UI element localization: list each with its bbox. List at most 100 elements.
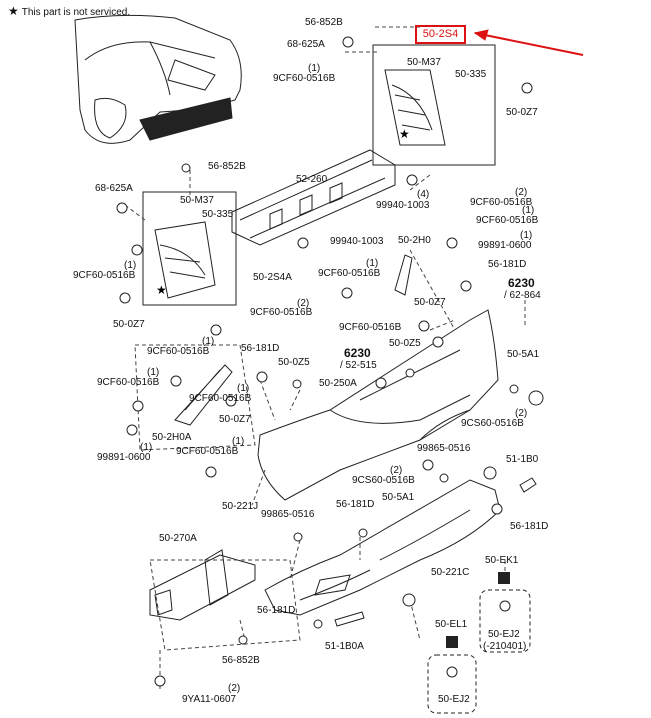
part-label[interactable]: (1) bbox=[366, 258, 379, 269]
clip-icon bbox=[313, 619, 323, 629]
part-label[interactable]: 9CF60-0516B bbox=[176, 446, 239, 457]
part-label[interactable]: 9CS60-0516B bbox=[352, 475, 415, 486]
part-label[interactable]: 9CF60-0516B bbox=[189, 393, 252, 404]
part-label[interactable]: 99865-0516 bbox=[417, 443, 471, 454]
clip-icon bbox=[342, 36, 354, 48]
part-label[interactable]: (2) bbox=[390, 465, 403, 476]
part-label[interactable]: (2) bbox=[515, 408, 528, 419]
part-label[interactable]: (1) bbox=[308, 63, 321, 74]
clip-icon bbox=[432, 336, 444, 348]
part-label[interactable]: 52-260 bbox=[296, 174, 328, 185]
part-label[interactable]: 56-181D bbox=[257, 605, 296, 616]
part-label[interactable]: 68-625A bbox=[95, 183, 133, 194]
part-label[interactable]: / 62-864 bbox=[504, 290, 541, 301]
part-label[interactable]: (1) bbox=[124, 260, 137, 271]
part-label[interactable]: 50-2H0A bbox=[152, 432, 192, 443]
part-label[interactable]: 50-0Z5 bbox=[278, 357, 310, 368]
part-label[interactable]: (2) bbox=[515, 187, 528, 198]
part-label[interactable]: (1) bbox=[237, 383, 250, 394]
part-label[interactable]: 9CF60-0516B bbox=[470, 197, 533, 208]
part-label[interactable]: (-210401) bbox=[483, 641, 527, 652]
bumper-reinforcement bbox=[231, 149, 396, 246]
part-label[interactable]: 56-852B bbox=[208, 161, 246, 172]
car-rear-illustration bbox=[74, 14, 242, 144]
part-label[interactable]: 6230 bbox=[344, 346, 371, 360]
nut-icon bbox=[297, 237, 309, 249]
part-label[interactable]: 50-250A bbox=[319, 378, 357, 389]
part-label[interactable]: (1) bbox=[140, 442, 153, 453]
clip-icon bbox=[483, 466, 497, 480]
part-label[interactable]: 50-5A1 bbox=[507, 349, 540, 360]
part-label[interactable]: 9CF60-0516B bbox=[147, 346, 210, 357]
part-label[interactable]: 9CF60-0516B bbox=[339, 322, 402, 333]
part-label[interactable]: 51-1B0 bbox=[506, 454, 539, 465]
part-label[interactable]: 9CF60-0516B bbox=[250, 307, 313, 318]
part-label[interactable]: 50-0Z7 bbox=[506, 107, 538, 118]
part-label[interactable]: 50-0Z5 bbox=[389, 338, 421, 349]
part-label[interactable]: (2) bbox=[228, 683, 241, 694]
part-label[interactable]: 50-M37 bbox=[180, 195, 214, 206]
part-label[interactable]: (1) bbox=[202, 336, 215, 347]
part-label[interactable]: 50-0Z7 bbox=[414, 297, 446, 308]
part-label[interactable]: / 52-515 bbox=[340, 360, 377, 371]
side-bracket-left bbox=[174, 364, 233, 426]
part-label[interactable]: 50-0Z7 bbox=[113, 319, 145, 330]
part-label[interactable]: 50-M37 bbox=[407, 57, 441, 68]
part-label[interactable]: 56-852B bbox=[305, 17, 343, 28]
part-label[interactable]: (1) bbox=[522, 205, 535, 216]
part-label[interactable]: 6230 bbox=[508, 276, 535, 290]
part-label[interactable]: 50-335 bbox=[202, 209, 234, 220]
part-label[interactable]: 50-221C bbox=[431, 567, 470, 578]
ek1-part-icon bbox=[498, 572, 510, 584]
nut-icon bbox=[446, 237, 458, 249]
part-label[interactable]: 9YA11-0607 bbox=[182, 694, 237, 705]
part-label[interactable]: 99940-1003 bbox=[376, 200, 430, 211]
part-label[interactable]: 9CS60-0516B bbox=[461, 418, 524, 429]
callout-box-2s4 bbox=[372, 44, 496, 166]
part-label[interactable]: 50-5A1 bbox=[382, 492, 415, 503]
part-label[interactable]: 50-EJ2 bbox=[488, 629, 520, 640]
highlighted-part-label[interactable]: 50-2S4 bbox=[415, 25, 466, 44]
part-label[interactable]: 50-EL1 bbox=[435, 619, 468, 630]
sensor-icon bbox=[446, 666, 458, 678]
part-label[interactable]: 68-625A bbox=[287, 39, 325, 50]
part-label[interactable]: 9CF60-0516B bbox=[318, 268, 381, 279]
star-icon: ★ bbox=[8, 4, 19, 18]
part-label[interactable]: (1) bbox=[147, 367, 160, 378]
part-label[interactable]: 56-181D bbox=[510, 521, 549, 532]
part-label[interactable]: 50-EJ2 bbox=[438, 694, 470, 705]
part-label[interactable]: 9CF60-0516B bbox=[97, 377, 160, 388]
part-label[interactable]: 50-335 bbox=[455, 69, 487, 80]
part-label[interactable]: 56-181D bbox=[336, 499, 375, 510]
bumper-cover bbox=[257, 309, 499, 501]
part-label[interactable]: 51-1B0A bbox=[325, 641, 364, 652]
part-label[interactable]: (1) bbox=[520, 230, 533, 241]
part-label[interactable]: 56-852B bbox=[222, 655, 260, 666]
part-label[interactable]: 50-0Z7 bbox=[219, 414, 251, 425]
part-label[interactable]: 56-181D bbox=[241, 343, 280, 354]
part-label[interactable]: 50-2H0 bbox=[398, 235, 431, 246]
bolt-icon bbox=[509, 384, 519, 394]
part-label[interactable]: 50-221J bbox=[222, 501, 259, 512]
part-label[interactable]: 50-EK1 bbox=[485, 555, 519, 566]
bolt-icon bbox=[132, 400, 144, 412]
part-label[interactable]: 9CF60-0516B bbox=[73, 270, 136, 281]
part-label[interactable]: 99865-0516 bbox=[261, 509, 315, 520]
not-serviced-star-icon: ★ bbox=[156, 283, 167, 297]
clip-icon bbox=[256, 371, 268, 383]
part-label[interactable]: 99891-0600 bbox=[97, 452, 151, 463]
part-label[interactable]: 99891-0600 bbox=[478, 240, 532, 251]
reflector-left bbox=[334, 611, 365, 627]
part-label[interactable]: (1) bbox=[232, 436, 245, 447]
clip-icon bbox=[119, 292, 131, 304]
part-label[interactable]: 9CF60-0516B bbox=[476, 215, 539, 226]
part-label[interactable]: (2) bbox=[297, 298, 310, 309]
part-label[interactable]: 9CF60-0516B bbox=[273, 73, 336, 84]
part-label[interactable]: (4) bbox=[417, 189, 430, 200]
bolt-icon bbox=[341, 287, 353, 299]
part-label[interactable]: 50-2S4A bbox=[253, 272, 292, 283]
part-label[interactable]: 56-181D bbox=[488, 259, 527, 270]
part-label[interactable]: 99940-1003 bbox=[330, 236, 384, 247]
clip-icon bbox=[521, 82, 533, 94]
part-label[interactable]: 50-270A bbox=[159, 533, 197, 544]
